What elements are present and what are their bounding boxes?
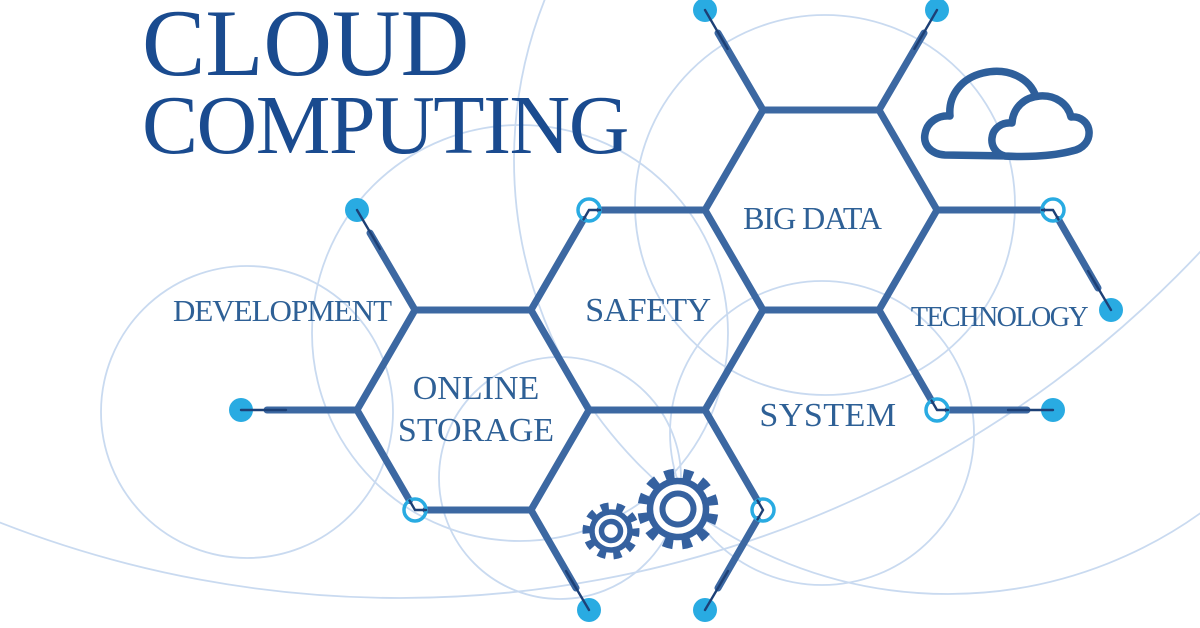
- background-circle: [669, 280, 975, 586]
- label-development: DEVELOPMENT: [172, 293, 392, 328]
- gear-large: [637, 468, 719, 550]
- node-ring: [750, 497, 776, 523]
- label-big-data: BIG DATA: [743, 200, 882, 236]
- cloud-icon: [920, 67, 1093, 161]
- gears-icon: [582, 468, 719, 560]
- page-title-line1: CLOUD: [142, 0, 470, 96]
- label-system: SYSTEM: [759, 397, 897, 434]
- gear-small: [582, 502, 640, 560]
- cloud-front-shape: [988, 92, 1093, 161]
- background-circle: [311, 124, 729, 542]
- connector-lines: [263, 29, 1102, 592]
- background-circle: [0, 250, 1200, 599]
- label-technology: TECHNOLOGY: [910, 302, 1089, 333]
- page-title-line2: COMPUTING: [142, 79, 629, 172]
- hex-grid-lines: [353, 106, 1046, 514]
- needle-tips: [239, 8, 1113, 612]
- label-online-storage: ONLINE STORAGE: [397, 370, 555, 449]
- background-circle: [634, 14, 1016, 396]
- hexagon-edges: [263, 29, 1102, 592]
- needle-lines: [239, 8, 1113, 612]
- label-safety: SAFETY: [585, 292, 711, 329]
- background-circle: [100, 265, 394, 559]
- background-circle: [513, 0, 1200, 595]
